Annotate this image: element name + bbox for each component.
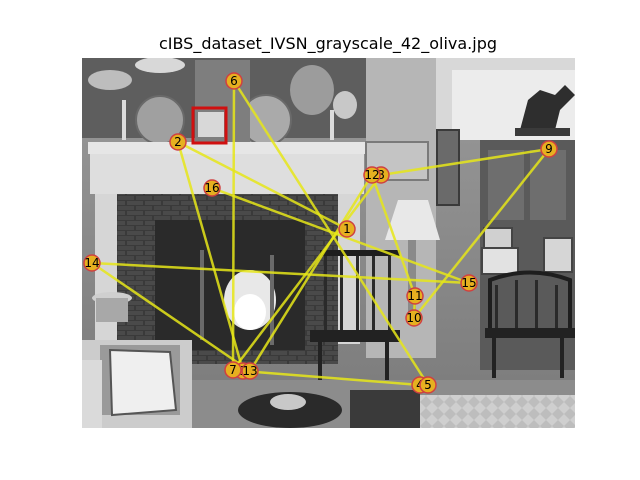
fixation-label: 2 xyxy=(174,135,182,149)
fixation-label: 11 xyxy=(407,289,422,303)
fixation-marker xyxy=(225,72,243,90)
scene-photo xyxy=(82,58,575,428)
fixation-marker xyxy=(405,309,423,327)
fixation-label: 13 xyxy=(242,364,257,378)
fixation-marker xyxy=(241,362,259,380)
fixation-point: 15 xyxy=(460,274,478,292)
fixation-marker xyxy=(203,179,221,197)
target-bounding-box xyxy=(191,106,228,145)
fixation-point: 10 xyxy=(405,309,423,327)
scanpath-segment xyxy=(211,186,470,285)
fixation-point: 12 xyxy=(363,166,381,184)
scanpath-segment xyxy=(242,369,421,387)
scanpath-segment xyxy=(380,147,550,177)
fixation-marker xyxy=(363,166,381,184)
fixation-marker xyxy=(460,274,478,292)
fixation-marker xyxy=(540,140,558,158)
fixation-point: 13 xyxy=(241,362,259,380)
fixation-point: 2 xyxy=(169,133,187,151)
figure-title: cIBS_dataset_IVSN_grayscale_42_oliva.jpg xyxy=(158,34,498,53)
fixation-point: 9 xyxy=(540,140,558,158)
fixation-marker xyxy=(419,376,437,394)
fixation-marker xyxy=(83,254,101,272)
scanpath-segment xyxy=(413,148,550,319)
fixation-label: 12 xyxy=(364,168,379,182)
fixation-label: 7 xyxy=(229,363,237,377)
fixation-point: 6 xyxy=(225,72,243,90)
fixation-label: 15 xyxy=(461,276,476,290)
fixation-point: 5 xyxy=(419,376,437,394)
fixation-label: 5 xyxy=(424,378,432,392)
fixation-point: 11 xyxy=(406,287,424,305)
scanpath-segment xyxy=(91,261,251,373)
fixation-marker xyxy=(224,361,242,379)
fixation-point: 14 xyxy=(83,254,101,272)
fixation-label: 9 xyxy=(545,142,553,156)
fixation-label: 16 xyxy=(204,181,219,195)
scanpath-lines xyxy=(91,80,550,387)
fixation-label: 10 xyxy=(406,311,421,325)
fixation-point: 16 xyxy=(203,179,221,197)
scanpath-segment xyxy=(232,174,382,371)
fixation-label: 8 xyxy=(377,168,385,182)
scanpath-segment xyxy=(248,174,374,372)
fixation-marker xyxy=(338,220,356,238)
fixation-label: 1 xyxy=(343,222,351,236)
fixation-marker xyxy=(169,133,187,151)
fixation-label: 14 xyxy=(84,256,99,270)
scanpath-segment xyxy=(370,174,417,297)
fixation-markers: 12345678910111213141516 xyxy=(83,72,558,394)
fixation-label: 6 xyxy=(230,74,238,88)
scanpath-segment xyxy=(231,80,236,371)
fixation-marker xyxy=(406,287,424,305)
fixation-point: 7 xyxy=(224,361,242,379)
fixation-point: 1 xyxy=(338,220,356,238)
scanpath-segment xyxy=(91,261,470,285)
